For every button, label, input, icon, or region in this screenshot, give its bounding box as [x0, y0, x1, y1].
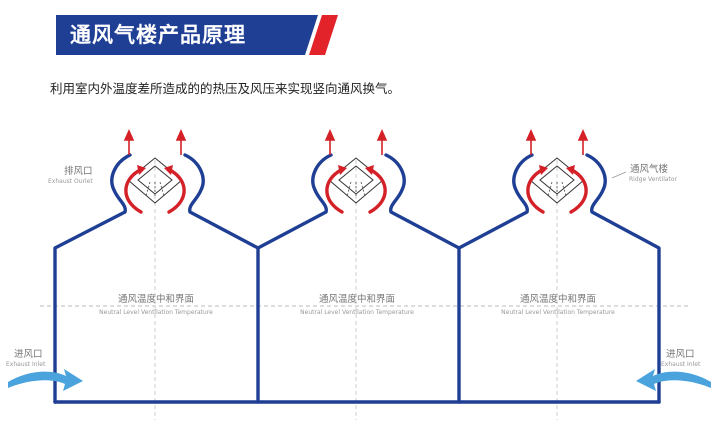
ridge-ventilator-leader — [611, 171, 627, 179]
neutral-level-en-1: Neutral Level Ventilation Temperature — [99, 309, 213, 316]
page-title: 通风气楼产品原理 — [70, 23, 246, 47]
neutral-level-zh-2: 通风温度中和界面 — [318, 294, 395, 305]
title-banner-bg — [56, 15, 338, 55]
airflow-arrows — [124, 168, 588, 214]
ridge-ventilator-label-en: Ridge Ventilator — [629, 176, 678, 183]
exhaust-up-arrows — [123, 129, 589, 155]
title-banner: 通风气楼产品原理 — [56, 15, 338, 55]
inlet-arrow-left — [8, 369, 83, 391]
neutral-level-zh-1: 通风温度中和界面 — [117, 294, 194, 305]
exhaust-outlet-label: 排风口 — [64, 166, 93, 177]
neutral-level-label-2: 通风温度中和界面 Neutral Level Ventilation Tempe… — [295, 291, 419, 316]
inlet-left-label: 进风口 — [14, 349, 43, 360]
inlet-left-label-en: Exhaust Inlet — [6, 361, 46, 368]
exhaust-outlet-label-en: Exhaust Ourlet — [48, 178, 93, 185]
neutral-level-label-1: 通风温度中和界面 Neutral Level Ventilation Tempe… — [94, 291, 218, 316]
inlet-arrows — [8, 369, 711, 391]
inlet-arrow-right — [636, 369, 711, 391]
neutral-level-zh-3: 通风温度中和界面 — [519, 294, 596, 305]
page-subtitle: 利用室内外温度差所造成的的热压及风压来实现竖向通风换气。 — [50, 81, 401, 96]
inlet-right-label: 进风口 — [666, 349, 695, 360]
building-structure — [53, 153, 661, 404]
neutral-level-en-3: Neutral Level Ventilation Temperature — [501, 309, 615, 316]
neutral-level-label-3: 通风温度中和界面 Neutral Level Ventilation Tempe… — [496, 291, 620, 316]
ridge-ventilator-label: 通风气楼 — [630, 164, 669, 175]
inlet-right-label-en: Exhaust Inlet — [661, 361, 701, 368]
neutral-level-en-2: Neutral Level Ventilation Temperature — [300, 309, 414, 316]
